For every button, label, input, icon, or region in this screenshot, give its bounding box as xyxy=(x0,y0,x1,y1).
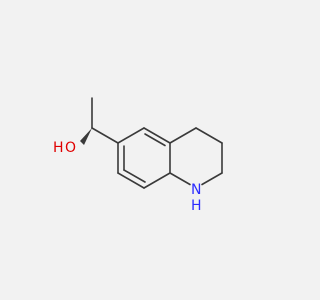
molecule-canvas: H O N H xyxy=(53,97,223,214)
bond-sat-4 xyxy=(201,172,223,186)
bond-ring-1 xyxy=(117,127,145,144)
bond-ring-2 xyxy=(143,127,171,144)
nh-nitrogen-label: N xyxy=(191,182,201,198)
bond-sat-1 xyxy=(169,127,197,144)
bond-sat-2 xyxy=(195,127,223,144)
wedge-bond-oh xyxy=(80,128,92,145)
bond-aromatic-inner-2 xyxy=(123,169,146,183)
bond-ring-5 xyxy=(117,172,145,189)
molecule-structure: H O N H xyxy=(53,97,223,214)
oh-hydrogen-label: H xyxy=(53,140,64,156)
nh-hydrogen-label: H xyxy=(191,198,202,214)
bond-aromatic-inner-1 xyxy=(144,133,166,147)
oh-oxygen-label: O xyxy=(65,140,76,156)
bond-ring-4 xyxy=(143,172,171,189)
bond-sat-5 xyxy=(169,172,191,186)
bond-chiral-ring xyxy=(91,127,119,144)
